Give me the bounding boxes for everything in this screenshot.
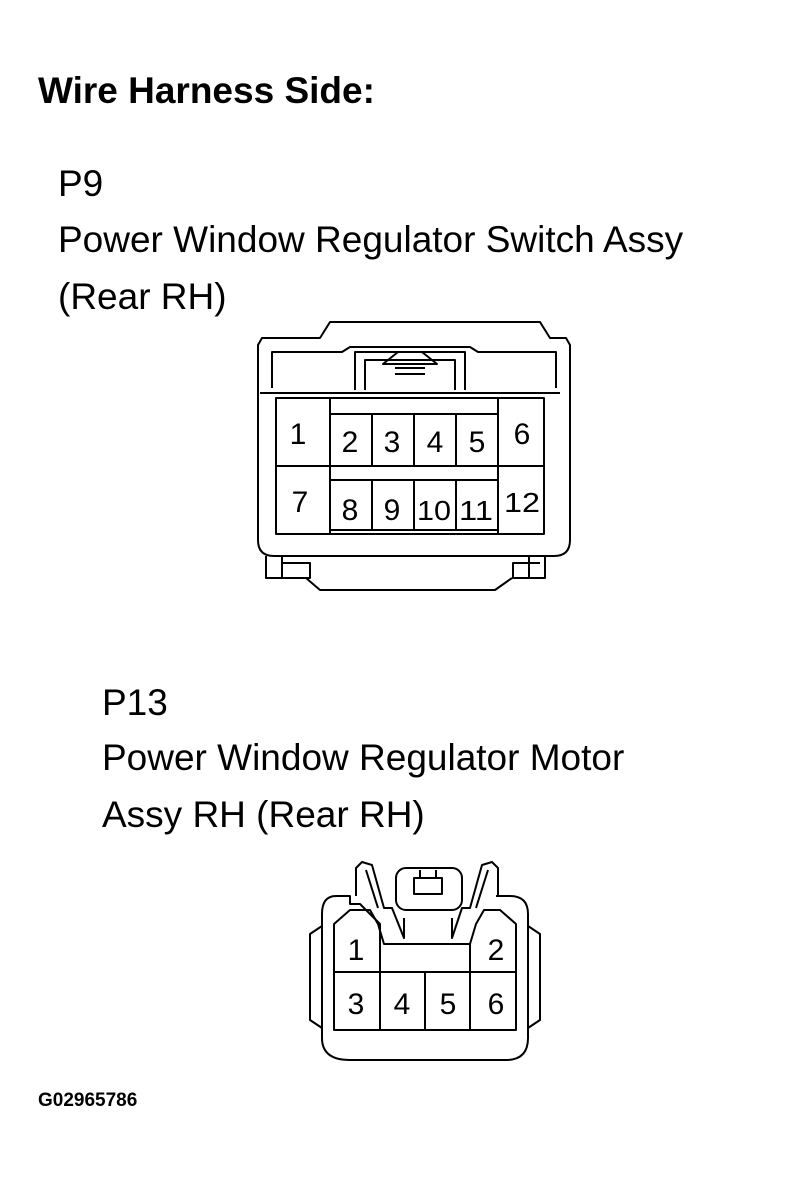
p13-connector-name-line2: Assy RH (Rear RH)	[102, 794, 425, 835]
p9-connector-code: P9	[58, 163, 104, 204]
p9-pin-label: 10	[417, 495, 451, 526]
p13-pin-label: 1	[348, 934, 365, 967]
p9-pin-label: 12	[504, 487, 540, 518]
p9-connector-diagram: 1 2 3 4 5 6 7 8 9 10 11 12	[257, 321, 571, 591]
p9-pin-label: 3	[384, 426, 401, 459]
p9-pin-label: 7	[292, 486, 309, 519]
figure-code: G02965786	[38, 1090, 138, 1111]
p9-pin-label: 6	[514, 418, 531, 451]
p9-latch-icon	[382, 351, 438, 365]
p9-pin-label: 2	[342, 426, 359, 459]
p13-latch-icon	[395, 867, 463, 911]
p13-connector-name-line1: Power Window Regulator Motor	[102, 737, 625, 778]
p9-pin-label: 9	[384, 494, 401, 527]
p9-pin-label: 4	[427, 426, 444, 459]
page-heading: Wire Harness Side:	[38, 70, 375, 111]
p13-pin-label: 4	[394, 988, 411, 1021]
p9-pin-label: 8	[342, 494, 359, 527]
p9-housing-outline	[257, 321, 571, 557]
p9-bottom-feet	[265, 556, 283, 579]
p13-right-clip	[451, 861, 499, 939]
p9-pin-label: 11	[459, 495, 493, 526]
p13-connector-code: P13	[102, 682, 168, 723]
p13-pin-label: 2	[488, 934, 505, 967]
p9-pin-label: 1	[290, 418, 307, 451]
p13-inner-frame	[333, 909, 517, 1031]
p13-pin-label: 6	[488, 988, 505, 1021]
p9-lock-channel	[271, 346, 557, 388]
p13-pin-label: 3	[348, 988, 365, 1021]
p9-connector-name-line2: (Rear RH)	[58, 276, 227, 317]
p9-pin-label: 5	[469, 426, 486, 459]
p13-left-clip	[355, 861, 405, 939]
p13-pin-label: 5	[440, 988, 457, 1021]
p9-connector-name-line1: Power Window Regulator Switch Assy	[58, 219, 684, 260]
